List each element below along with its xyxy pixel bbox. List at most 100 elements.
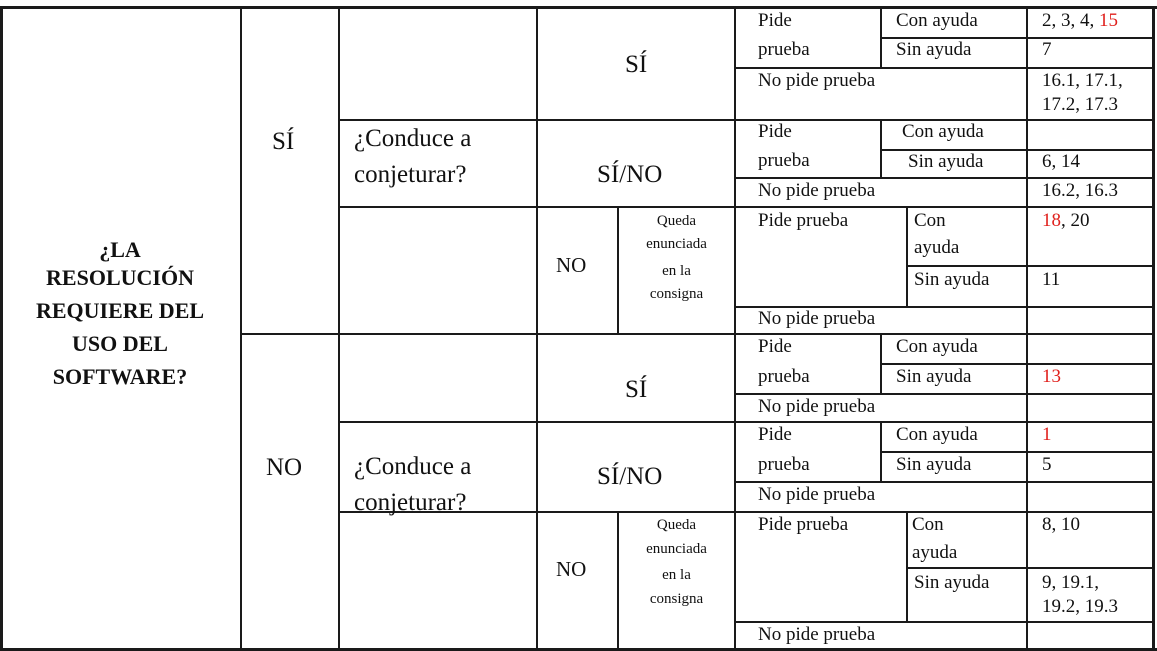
bottom-no-pide-prueba: Pide prueba — [758, 514, 849, 535]
hline-top-sino — [338, 206, 1154, 208]
bottom-answer-no: NO — [266, 454, 303, 481]
value-red: 18 — [1042, 210, 1061, 231]
question-line-2: RESOLUCIÓN — [46, 265, 194, 290]
value-black: , 20 — [1061, 210, 1090, 231]
top-sino-no-pide: No pide prueba — [758, 180, 876, 201]
top-si-no-pide-values-2: 17.2, 17.3 — [1042, 94, 1118, 115]
vline-col3 — [536, 6, 538, 651]
bottom-no-sin-ayuda-values-1: 9, 19.1, — [1042, 572, 1099, 593]
vline-col1 — [240, 6, 242, 651]
hline-t2-a — [880, 149, 1154, 151]
bottom-no-con-ayuda-values: 8, 10 — [1042, 514, 1080, 535]
bottom-no-sin-ayuda-values-2: 19.2, 19.3 — [1042, 596, 1118, 617]
bottom-conjecture-line-1: ¿Conduce a — [354, 453, 472, 480]
top-no-pide-prueba: Pide prueba — [758, 210, 849, 231]
top-no-con-ayuda-values: 18, 20 — [1042, 210, 1090, 233]
bottom-si-sin-ayuda: Sin ayuda — [896, 366, 972, 387]
hline-b2-a — [880, 451, 1154, 453]
top-si-label: SÍ — [625, 51, 648, 78]
question-line-4: USO DEL — [72, 331, 168, 356]
top-si-sin-ayuda: Sin ayuda — [896, 39, 972, 60]
top-si-con-ayuda-values: 2, 3, 4, 15 — [1042, 10, 1118, 33]
hline-t3-a — [906, 265, 1154, 267]
border-top — [0, 6, 1157, 9]
bottom-si-sin-ayuda-values: 13 — [1042, 366, 1061, 387]
hline-b3-a — [906, 567, 1154, 569]
border-right — [1152, 6, 1155, 651]
top-si-pide-line-2: prueba — [758, 39, 810, 60]
hline-b3-b — [734, 621, 1154, 623]
top-sino-label: SÍ/NO — [597, 161, 663, 188]
bottom-sino-sin-ayuda: Sin ayuda — [896, 454, 972, 475]
bottom-no-queda-4: consigna — [649, 591, 704, 607]
bottom-si-label: SÍ — [625, 376, 648, 403]
bottom-si-pide-line-1: Pide — [758, 336, 792, 357]
question-line-5: SOFTWARE? — [52, 364, 188, 389]
top-sino-pide-line-2: prueba — [758, 150, 810, 171]
top-si-sin-ayuda-values: 7 — [1042, 39, 1052, 60]
top-conjecture-line-2: conjeturar? — [354, 161, 467, 188]
hline-b1-a — [880, 363, 1154, 365]
bottom-sino-con-ayuda-values: 1 — [1042, 424, 1052, 445]
top-si-no-pide-values-1: 16.1, 17.1, — [1042, 70, 1123, 91]
bottom-si-no-pide: No pide prueba — [758, 396, 876, 417]
hline-bot-sino — [338, 511, 1154, 513]
bottom-si-pide-line-2: prueba — [758, 366, 810, 387]
top-no-queda-2: enunciada — [646, 236, 707, 252]
top-conjecture-line-1: ¿Conduce a — [354, 125, 472, 152]
bottom-no-sin-ayuda: Sin ayuda — [914, 572, 990, 593]
top-sino-con-ayuda: Con ayuda — [902, 121, 984, 142]
bottom-no-no-pide: No pide prueba — [758, 624, 876, 645]
vline-col-values — [1026, 6, 1028, 651]
hline-t3-b — [734, 306, 1154, 308]
top-answer-si: SÍ — [272, 128, 295, 155]
bottom-no-queda-1: Queda — [656, 517, 697, 533]
value-black: 2, 3, 4, — [1042, 10, 1099, 31]
bottom-no-con-ayuda-2: ayuda — [912, 542, 958, 563]
hline-top-si — [338, 119, 1154, 121]
bottom-sino-label: SÍ/NO — [597, 463, 663, 490]
bottom-no-queda-2: enunciada — [646, 541, 707, 557]
hline-bot-si — [338, 421, 1154, 423]
border-left — [0, 6, 3, 651]
hline-t1-a — [880, 37, 1154, 39]
top-no-con-ayuda-2: ayuda — [914, 237, 960, 258]
top-no-queda-4: consigna — [649, 286, 704, 302]
top-si-con-ayuda: Con ayuda — [896, 10, 978, 31]
top-si-no-pide: No pide prueba — [758, 70, 876, 91]
top-no-no-pide: No pide prueba — [758, 308, 876, 329]
top-no-sin-ayuda: Sin ayuda — [914, 269, 990, 290]
value-red: 15 — [1099, 10, 1118, 31]
border-bottom — [0, 648, 1157, 651]
bottom-sino-sin-ayuda-values: 5 — [1042, 454, 1052, 475]
top-si-pide-line-1: Pide — [758, 10, 792, 31]
bottom-no-label: NO — [556, 557, 587, 581]
top-sino-pide-line-1: Pide — [758, 121, 792, 142]
vline-top-no — [617, 206, 619, 334]
top-sino-sin-ayuda: Sin ayuda — [908, 151, 984, 172]
question-line-3: REQUIERE DEL — [35, 298, 205, 323]
bottom-conjecture-line-2: conjeturar? — [354, 489, 467, 516]
vline-col2 — [338, 6, 340, 651]
hline-b1-b — [734, 393, 1154, 395]
hline-t2-b — [734, 177, 1154, 179]
top-sino-sin-ayuda-values: 6, 14 — [1042, 151, 1080, 172]
vline-bot-no — [617, 511, 619, 651]
question-line-1: ¿LA — [99, 237, 141, 262]
bottom-sino-pide-line-1: Pide — [758, 424, 792, 445]
top-no-sin-ayuda-values: 11 — [1042, 269, 1061, 290]
bottom-no-con-ayuda-1: Con — [912, 514, 944, 535]
bottom-sino-con-ayuda: Con ayuda — [896, 424, 978, 445]
top-sino-no-pide-values: 16.2, 16.3 — [1042, 180, 1118, 201]
vline-col4 — [734, 6, 736, 651]
top-no-queda-1: Queda — [656, 213, 697, 229]
top-no-con-ayuda-1: Con — [914, 210, 946, 231]
vline-t3-sub — [906, 207, 908, 307]
bottom-si-con-ayuda: Con ayuda — [896, 336, 978, 357]
hline-b2-b — [734, 481, 1154, 483]
bottom-no-queda-3: en la — [662, 567, 691, 583]
hline-t1-b — [734, 67, 1154, 69]
top-no-queda-3: en la — [662, 263, 691, 279]
hline-half — [240, 333, 1154, 335]
